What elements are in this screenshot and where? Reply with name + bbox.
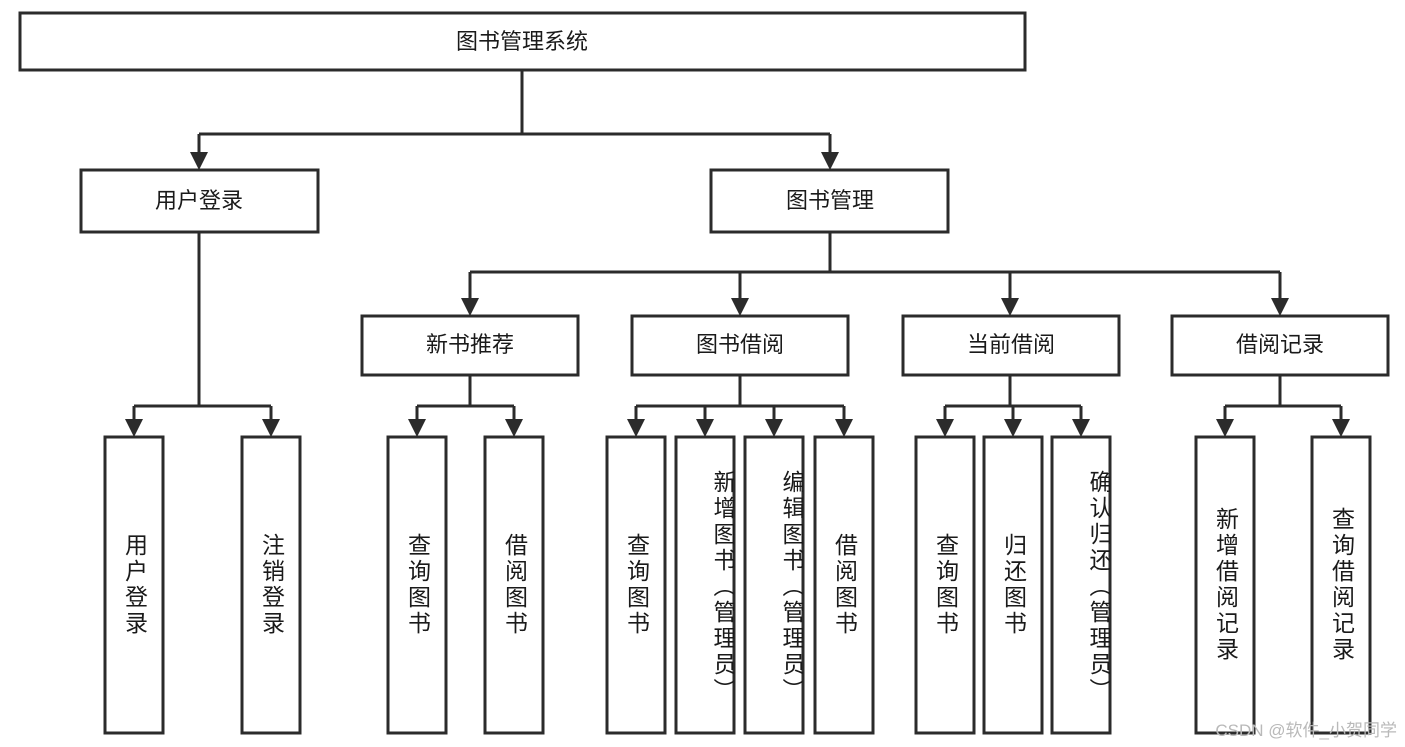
leaf-user-login-label-wrap: 用户登录 [121, 533, 148, 637]
arrow-head-user-login [190, 152, 208, 170]
leaf-user-login-label: 用户登录 [121, 533, 148, 637]
leaf-add-record-box[interactable] [1194, 435, 1256, 735]
leaf-edit-book-label-wrap: 编辑图书（管理员） [779, 470, 803, 704]
node-user-login-label: 用户登录 [155, 188, 243, 213]
leaf-user-login-box[interactable] [103, 435, 165, 735]
node-book-borrow-box[interactable] [630, 314, 850, 377]
leaf-borrow-book-1[interactable] [483, 435, 545, 735]
leaf-edit-book-label: 编辑图书（管理员） [779, 470, 803, 704]
leaf-logout-label-wrap: 注销登录 [258, 533, 285, 637]
leaf-borrow-book-2-label-wrap: 借阅图书 [831, 533, 858, 637]
arrow-head-leaf-add-book [696, 419, 714, 437]
leaf-logout-box[interactable] [240, 435, 302, 735]
arrow-head-leaf-query-book-2 [627, 419, 645, 437]
leaf-query-book-3-label: 查询图书 [932, 533, 959, 637]
leaf-logout[interactable] [240, 435, 302, 735]
arrow-head-leaf-query-book-3 [936, 419, 954, 437]
leaf-add-book-label: 新增图书（管理员） [710, 470, 734, 704]
leaf-add-book[interactable] [674, 435, 736, 735]
leaf-borrow-book-1-box[interactable] [483, 435, 545, 735]
leaf-query-book-3-box[interactable] [914, 435, 976, 735]
arrow-head-leaf-borrow-book-2 [835, 419, 853, 437]
leaf-query-book-3[interactable] [914, 435, 976, 735]
leaf-add-record-label: 新增借阅记录 [1212, 507, 1239, 663]
leaf-query-book-1-label: 查询图书 [404, 533, 431, 637]
node-new-book-recommend-label: 新书推荐 [426, 332, 514, 357]
leaf-query-record[interactable] [1310, 435, 1372, 735]
arrow-head-leaf-user-login [125, 419, 143, 437]
leaf-confirm-return-box[interactable] [1050, 435, 1112, 735]
node-current-borrow-label: 当前借阅 [967, 332, 1055, 357]
leaf-query-book-2-label-wrap: 查询图书 [623, 533, 650, 637]
leaf-return-book-label: 归还图书 [1000, 533, 1027, 637]
leaf-confirm-return-label: 确认归还（管理员） [1086, 470, 1110, 704]
leaf-add-book-label-wrap: 新增图书（管理员） [710, 470, 734, 704]
arrow-head-book-borrow [731, 298, 749, 316]
leaf-add-record[interactable] [1194, 435, 1256, 735]
leaf-return-book[interactable] [982, 435, 1044, 735]
node-book-manage[interactable]: 图书管理 [709, 168, 950, 234]
leaf-logout-label: 注销登录 [258, 533, 285, 637]
node-current-borrow[interactable]: 当前借阅 [901, 314, 1121, 377]
leaf-query-book-2-label: 查询图书 [623, 533, 650, 637]
arrow-head-leaf-logout [262, 419, 280, 437]
connector-layer [125, 70, 1350, 437]
leaf-query-record-box[interactable] [1310, 435, 1372, 735]
node-root[interactable]: 图书管理系统 [18, 11, 1027, 72]
leaf-user-login[interactable] [103, 435, 165, 735]
arrow-head-leaf-edit-book [765, 419, 783, 437]
node-new-book-recommend-box[interactable] [360, 314, 580, 377]
arrow-head-leaf-query-record [1332, 419, 1350, 437]
node-user-login-box[interactable] [79, 168, 320, 234]
leaf-borrow-book-2-box[interactable] [813, 435, 875, 735]
leaf-borrow-book-1-label: 借阅图书 [501, 533, 528, 637]
node-book-borrow[interactable]: 图书借阅 [630, 314, 850, 377]
arrow-head-book-manage [821, 152, 839, 170]
arrow-head-leaf-add-record [1216, 419, 1234, 437]
leaf-confirm-return-label-wrap: 确认归还（管理员） [1086, 470, 1110, 704]
leaf-query-book-1[interactable] [386, 435, 448, 735]
leaf-query-book-3-label-wrap: 查询图书 [932, 533, 959, 637]
arrow-head-leaf-query-book-1 [408, 419, 426, 437]
node-book-manage-label: 图书管理 [786, 188, 874, 213]
leaf-borrow-book-2-label: 借阅图书 [831, 533, 858, 637]
leaf-edit-book-box[interactable] [743, 435, 805, 735]
leaf-add-book-box[interactable] [674, 435, 736, 735]
arrow-head-new-book [461, 298, 479, 316]
node-user-login[interactable]: 用户登录 [79, 168, 320, 234]
leaf-confirm-return[interactable] [1050, 435, 1112, 735]
leaf-borrow-book-1-label-wrap: 借阅图书 [501, 533, 528, 637]
node-root-box[interactable] [18, 11, 1027, 72]
arrow-head-leaf-return-book [1004, 419, 1022, 437]
node-borrow-record-label: 借阅记录 [1236, 332, 1324, 357]
node-book-manage-box[interactable] [709, 168, 950, 234]
arrow-head-leaf-confirm-return [1072, 419, 1090, 437]
leaf-add-record-label-wrap: 新增借阅记录 [1212, 507, 1239, 663]
node-borrow-record[interactable]: 借阅记录 [1170, 314, 1390, 377]
arrow-head-borrow-record [1271, 298, 1289, 316]
node-borrow-record-box[interactable] [1170, 314, 1390, 377]
leaf-borrow-book-2[interactable] [813, 435, 875, 735]
leaf-query-record-label: 查询借阅记录 [1328, 507, 1355, 663]
node-new-book-recommend[interactable]: 新书推荐 [360, 314, 580, 377]
leaf-edit-book[interactable] [743, 435, 805, 735]
leaf-return-book-label-wrap: 归还图书 [1000, 533, 1027, 637]
arrow-head-leaf-borrow-book-1 [505, 419, 523, 437]
leaf-query-record-label-wrap: 查询借阅记录 [1328, 507, 1355, 663]
node-book-borrow-label: 图书借阅 [696, 332, 784, 357]
leaf-return-book-box[interactable] [982, 435, 1044, 735]
leaf-query-book-1-box[interactable] [386, 435, 448, 735]
leaf-query-book-1-label-wrap: 查询图书 [404, 533, 431, 637]
arrow-head-current-borrow [1001, 298, 1019, 316]
node-root-label: 图书管理系统 [456, 29, 588, 54]
leaf-query-book-2-box[interactable] [605, 435, 667, 735]
leaf-query-book-2[interactable] [605, 435, 667, 735]
node-current-borrow-box[interactable] [901, 314, 1121, 377]
